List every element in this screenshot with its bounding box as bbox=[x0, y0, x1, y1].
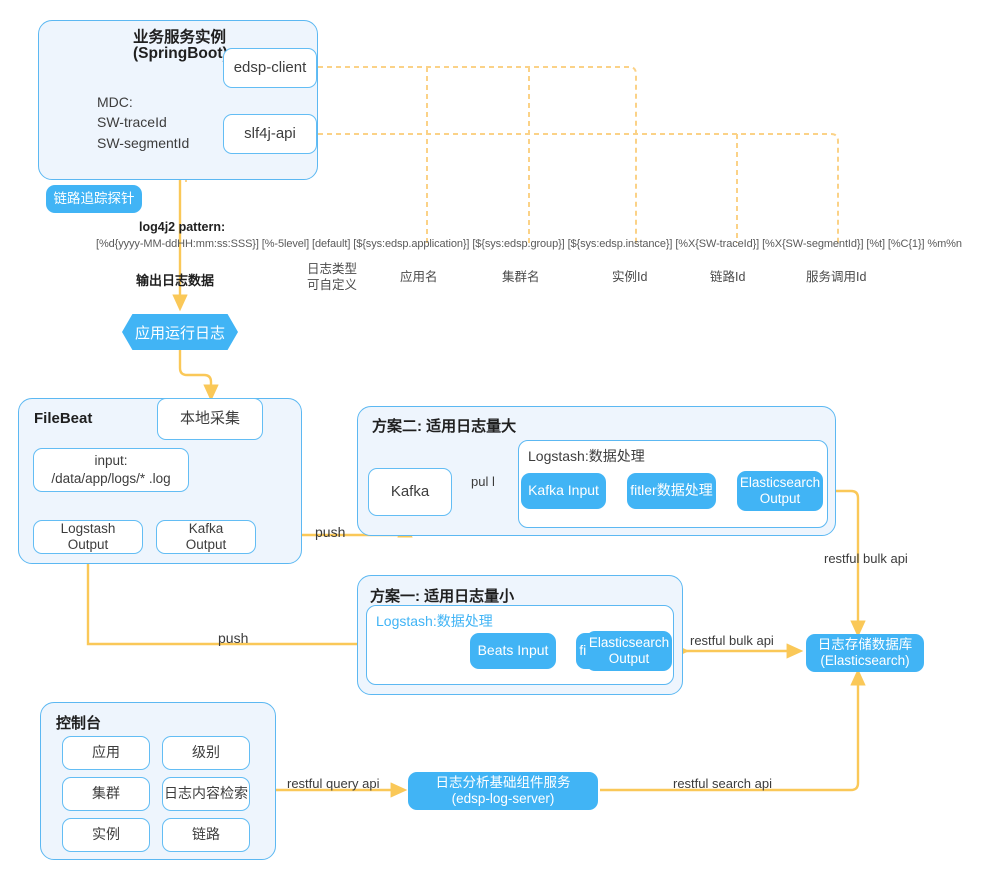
plan-one-logstash-title: Logstash:数据处理 bbox=[376, 613, 493, 629]
legend-cluster-name: 集群名 bbox=[502, 270, 540, 284]
plan-two-filter-box[interactable]: fitler数据处理 bbox=[627, 473, 716, 509]
app-runtime-log-label: 应用运行日志 bbox=[134, 324, 225, 342]
search-api-label: restful search api bbox=[673, 776, 772, 791]
bulk-api-right-label: restful bulk api bbox=[824, 551, 908, 566]
edsp-client-box[interactable]: edsp-client bbox=[223, 48, 317, 88]
plan-two-es-output-box[interactable]: Elasticsearch Output bbox=[737, 471, 823, 511]
log4j2-pattern-value: [%d{yyyy-MM-ddHH:mm:ss:SSS}] [%-5level] … bbox=[96, 238, 962, 250]
beats-input-label: Beats Input bbox=[477, 642, 549, 659]
filebeat-input-box[interactable]: input: /data/app/logs/* .log bbox=[33, 448, 189, 492]
beats-input-label-wrap: Beats Input bbox=[470, 633, 556, 669]
kafka-output-label: Kafka Output bbox=[185, 521, 227, 552]
plan-one-title: 方案一: 适用日志量小 bbox=[370, 588, 515, 605]
local-collect-label: 本地采集 bbox=[179, 409, 240, 427]
hex-shape bbox=[122, 314, 238, 350]
plan-one-es-output-box[interactable]: Elasticsearch Output bbox=[586, 631, 672, 671]
kafka-input-label: Kafka Input bbox=[528, 482, 599, 499]
bulk-api-plan-one-label: restful bulk api bbox=[690, 633, 774, 648]
plan-one-es-output-label: Elasticsearch Output bbox=[588, 635, 670, 666]
console-item-app-label: 应用 bbox=[92, 744, 120, 761]
mdc-label: MDC: SW-traceId SW-segmentId bbox=[97, 94, 190, 151]
push-beats-label: push bbox=[218, 630, 249, 646]
console-item-trace[interactable]: 链路 bbox=[162, 818, 250, 852]
console-item-log-search-label: 日志内容检索 bbox=[164, 785, 248, 802]
plan-two-filter-label: fitler数据处理 bbox=[630, 482, 713, 499]
push-kafka-label: push bbox=[315, 524, 346, 540]
legend-output-log-data: 输出日志数据 bbox=[136, 273, 215, 288]
console-item-cluster-label: 集群 bbox=[92, 785, 120, 802]
legend-log-type: 日志类型 可自定义 bbox=[307, 262, 358, 292]
plan-two-es-output-label: Elasticsearch Output bbox=[739, 475, 821, 506]
kafka-box[interactable]: Kafka bbox=[368, 468, 452, 516]
local-collect-box[interactable]: 本地采集 bbox=[157, 398, 263, 440]
plan-two-logstash-title: Logstash:数据处理 bbox=[528, 448, 645, 464]
service-instance-title-line1: 业务服务实例 bbox=[133, 29, 227, 46]
console-item-app[interactable]: 应用 bbox=[62, 736, 150, 770]
legend-service-call-id: 服务调用Id bbox=[806, 270, 867, 284]
log-storage-label: 日志存储数据库 (Elasticsearch) bbox=[817, 637, 913, 668]
legend-trace-id: 链路Id bbox=[710, 270, 746, 284]
filebeat-title: FileBeat bbox=[34, 410, 93, 427]
slf4j-api-label: slf4j-api bbox=[244, 124, 296, 142]
log-storage-box[interactable]: 日志存储数据库 (Elasticsearch) bbox=[806, 634, 924, 672]
logstash-output-label: Logstash Output bbox=[60, 521, 116, 552]
log4j2-pattern-title: log4j2 pattern: bbox=[139, 220, 226, 234]
console-item-level-label: 级别 bbox=[192, 744, 220, 761]
service-instance-title-line2: (SpringBoot) bbox=[133, 45, 228, 62]
console-item-instance-label: 实例 bbox=[92, 826, 120, 843]
trace-probe-label: 链路追踪探针 bbox=[53, 190, 135, 206]
kafka-output-box[interactable]: Kafka Output bbox=[156, 520, 256, 554]
console-item-instance[interactable]: 实例 bbox=[62, 818, 150, 852]
kafka-input-box[interactable]: Kafka Input bbox=[521, 473, 606, 509]
kafka-label: Kafka bbox=[390, 482, 430, 500]
logstash-output-box[interactable]: Logstash Output bbox=[33, 520, 143, 554]
beats-input-box[interactable] bbox=[470, 633, 556, 669]
legend-instance-id: 实例Id bbox=[612, 270, 648, 284]
legend-app-name: 应用名 bbox=[400, 270, 438, 284]
console-item-level[interactable]: 级别 bbox=[162, 736, 250, 770]
edsp-client-label: edsp-client bbox=[233, 58, 307, 76]
plan-two-title: 方案二: 适用日志量大 bbox=[372, 418, 517, 435]
trace-probe-box[interactable]: 链路追踪探针 bbox=[46, 185, 142, 213]
console-item-trace-label: 链路 bbox=[192, 826, 220, 843]
console-item-cluster[interactable]: 集群 bbox=[62, 777, 150, 811]
console-title: 控制台 bbox=[56, 715, 102, 732]
query-api-label: restful query api bbox=[287, 776, 380, 791]
log-server-box[interactable]: 日志分析基础组件服务 (edsp-log-server) bbox=[408, 772, 598, 810]
app-runtime-log-hex: 应用运行日志 bbox=[122, 314, 238, 350]
log-server-label: 日志分析基础组件服务 (edsp-log-server) bbox=[435, 775, 571, 806]
console-item-log-search[interactable]: 日志内容检索 bbox=[162, 777, 250, 811]
pull-edge-label: pul l bbox=[471, 474, 495, 489]
filebeat-input-label: input: /data/app/logs/* .log bbox=[51, 452, 171, 486]
slf4j-api-box[interactable]: slf4j-api bbox=[223, 114, 317, 154]
